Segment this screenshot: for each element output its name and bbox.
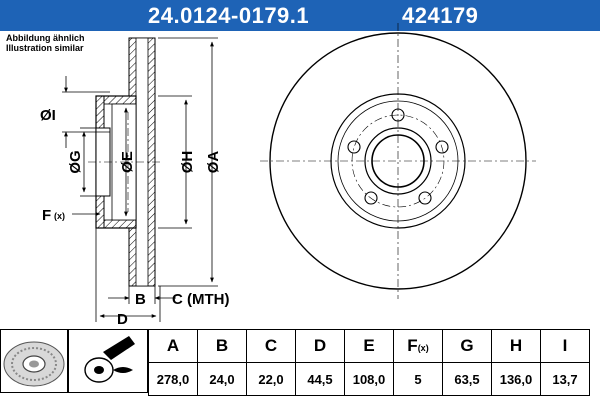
label-c-mth: C (MTH): [172, 291, 229, 308]
spec-value-row: 278,0 24,0 22,0 44,5 108,0 5 63,5 136,0 …: [148, 362, 590, 396]
bolt-hole-5: [347, 140, 361, 154]
brake-disc-icon: [68, 329, 148, 393]
dimension-labels: ØI ØG ØE ØH ØA F (x) B C (MTH) D: [40, 107, 229, 328]
label-f-sub: (x): [54, 211, 65, 221]
header-c: C: [246, 329, 296, 363]
label-b: B: [135, 291, 146, 308]
value-a: 278,0: [148, 362, 198, 396]
label-dia-e: ØE: [119, 151, 136, 173]
label-dia-h: ØH: [179, 151, 196, 174]
label-d: D: [117, 311, 128, 328]
header-bar: 24.0124-0179.1 424179: [0, 0, 600, 31]
header-h: H: [491, 329, 541, 363]
label-dia-a: ØA: [205, 151, 222, 174]
header-i: I: [540, 329, 590, 363]
header-b: B: [197, 329, 247, 363]
value-b: 24,0: [197, 362, 247, 396]
value-f: 5: [393, 362, 443, 396]
illustration-note-en: Illustration similar: [6, 43, 84, 53]
disc-photo-icon: [0, 329, 68, 393]
bolt-circle: [351, 114, 445, 208]
disc-section-view: [88, 37, 160, 287]
label-dia-g: ØG: [67, 150, 84, 173]
header-f: F(x): [393, 329, 443, 363]
value-h: 136,0: [491, 362, 541, 396]
disc-outer-edge: [269, 32, 527, 290]
value-i: 13,7: [540, 362, 590, 396]
bolt-hole-4: [364, 191, 378, 205]
dimension-lines: [62, 37, 218, 322]
label-dia-i: ØI: [40, 107, 56, 124]
value-d: 44,5: [295, 362, 345, 396]
spec-table: A B C D E F(x) G H I 278,0 24,0 22,0 44,…: [148, 329, 590, 396]
label-f: F: [42, 207, 51, 224]
header-e: E: [344, 329, 394, 363]
bolt-hole-2: [435, 140, 449, 154]
value-e: 108,0: [344, 362, 394, 396]
header-a: A: [148, 329, 198, 363]
header-f-sub: (x): [417, 343, 429, 353]
reference-number: 424179: [402, 3, 479, 28]
spec-header-row: A B C D E F(x) G H I: [148, 329, 590, 363]
value-g: 63,5: [442, 362, 492, 396]
part-number: 24.0124-0179.1: [148, 3, 310, 28]
illustration-note-de: Abbildung ähnlich: [6, 33, 85, 43]
bolt-hole-1: [391, 108, 405, 122]
bolt-hole-3: [418, 191, 432, 205]
header-d: D: [295, 329, 345, 363]
disc-front-view: [260, 23, 536, 299]
value-c: 22,0: [246, 362, 296, 396]
header-g: G: [442, 329, 492, 363]
